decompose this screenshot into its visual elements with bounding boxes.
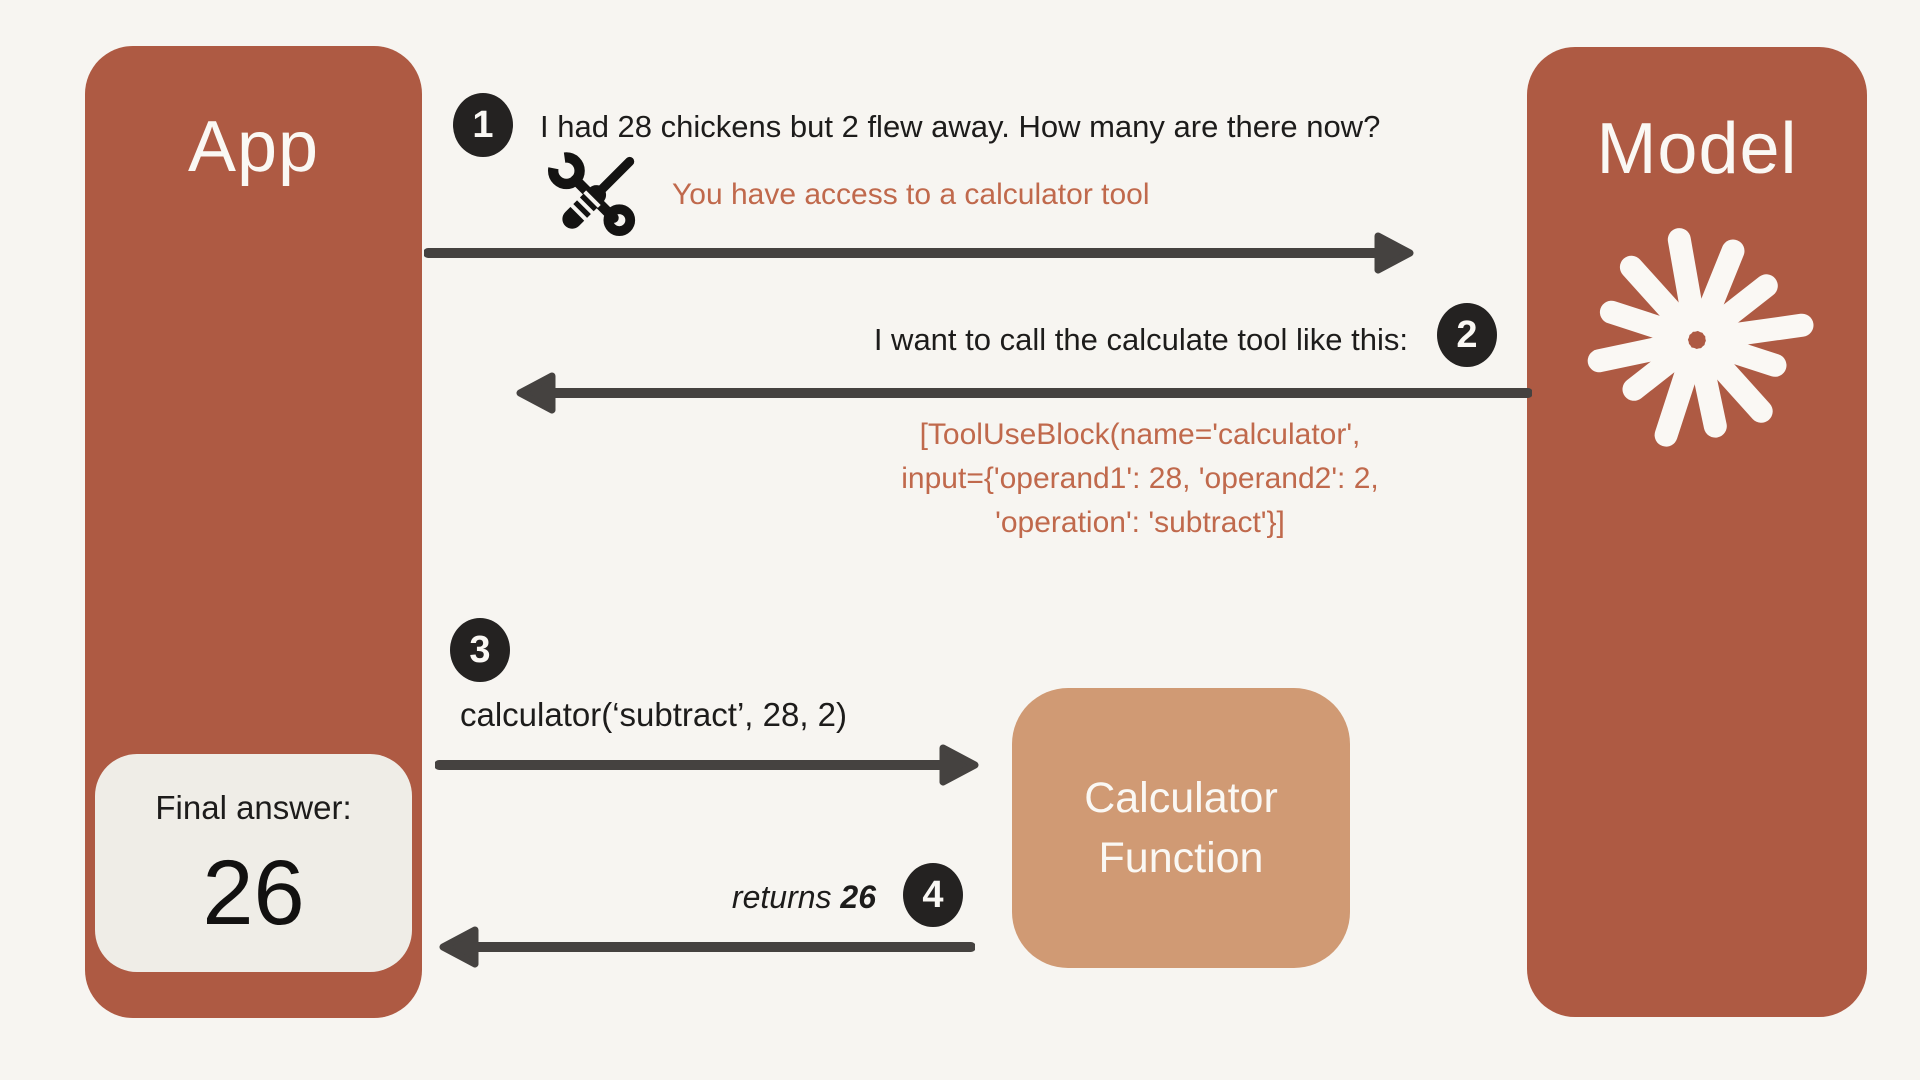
calculator-function-label-line2: Function: [1098, 834, 1264, 882]
step-2-badge: 2: [1437, 303, 1497, 367]
step-2-code-line3: 'operation': 'subtract'}]: [995, 506, 1285, 539]
calculator-function-box: Calculator Function: [1012, 688, 1350, 968]
step-1-message: I had 28 chickens but 2 flew away. How m…: [540, 109, 1381, 144]
arrow-calculator-to-app-step4: [439, 926, 975, 968]
step-1-badge: 1: [453, 93, 513, 157]
tools-icon: [548, 152, 636, 236]
arrow-app-to-calculator-step3: [435, 744, 979, 786]
app-box: App Final answer: 26: [85, 46, 422, 1018]
app-label: App: [187, 107, 320, 187]
step-2-code-line2: input={'operand1': 28, 'operand2': 2,: [901, 462, 1379, 495]
step-4-message: returns 26: [576, 877, 876, 917]
step-2-code-line1: [ToolUseBlock(name='calculator',: [919, 418, 1361, 451]
step-2-message: I want to call the calculate tool like t…: [873, 322, 1408, 357]
step-4-return-value: 26: [840, 879, 876, 915]
step-1-note: You have access to a calculator tool: [672, 178, 1150, 211]
step-4-returns-text: returns: [731, 879, 832, 915]
step-3-badge: 3: [450, 618, 510, 682]
arrow-app-to-model-step1: [424, 232, 1414, 274]
step-2-code-block: [ToolUseBlock(name='calculator', input={…: [790, 413, 1490, 545]
final-answer-value: 26: [202, 842, 305, 944]
calculator-function-label-line1: Calculator: [1084, 774, 1278, 822]
final-answer-label: Final answer:: [155, 789, 352, 826]
final-answer-card: Final answer: 26: [95, 754, 412, 972]
model-label: Model: [1596, 109, 1798, 189]
model-spark-icon: [1587, 228, 1814, 447]
step-4-badge: 4: [903, 863, 963, 927]
step-3-message: calculator(‘subtract’, 28, 2): [460, 696, 847, 733]
arrow-model-to-app-step2: [516, 372, 1532, 414]
model-box: Model: [1527, 47, 1867, 1017]
